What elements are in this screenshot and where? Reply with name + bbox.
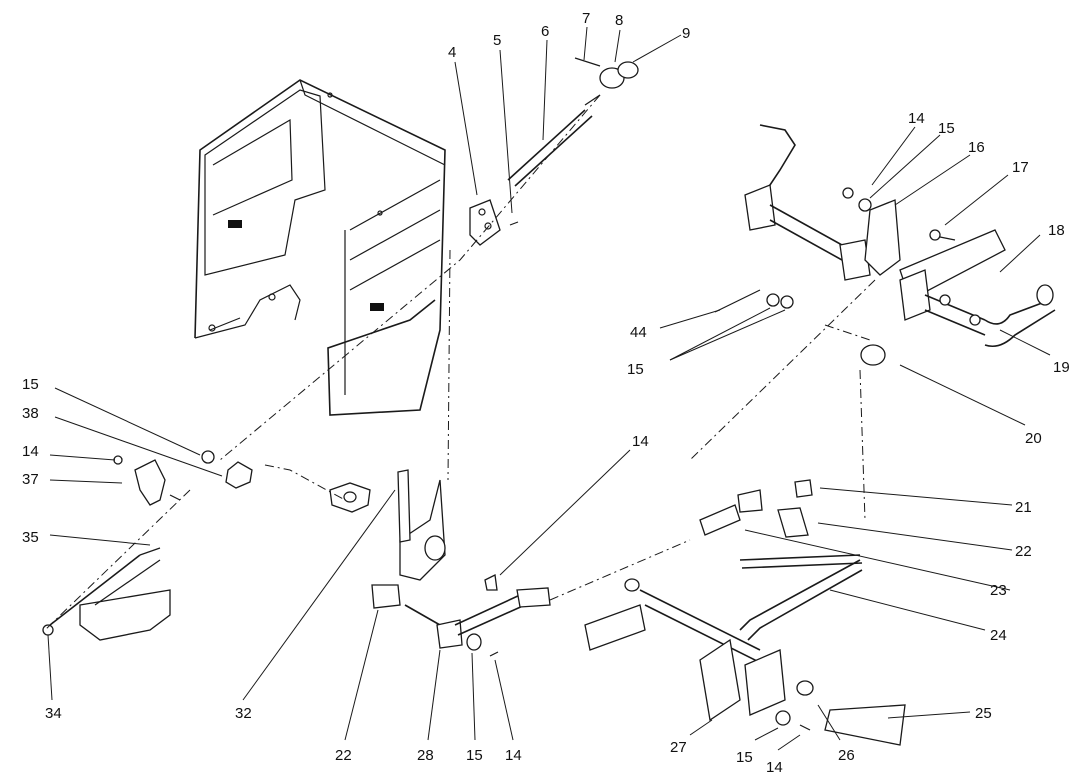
callout-14-left: 14 [22,443,39,460]
callout-4: 4 [448,44,456,61]
callout-15-upper: 15 [938,120,955,137]
callout-22-right: 22 [1015,543,1032,560]
callout-14-center: 14 [632,433,649,450]
callout-38: 38 [22,405,39,422]
upper-right-assembly [689,124,1056,521]
callout-15-left: 15 [22,376,39,393]
lower-center-rod [371,539,691,657]
callout-32: 32 [235,705,252,722]
callout-19: 19 [1053,359,1070,376]
callout-20: 20 [1025,430,1042,447]
center-pivot-bracket [264,249,498,591]
callout-23: 23 [990,582,1007,599]
callout-24: 24 [990,627,1007,644]
callout-15-lower: 15 [466,747,483,764]
callout-17: 17 [1012,159,1029,176]
callout-5: 5 [493,32,501,49]
callout-37: 37 [22,471,39,488]
callout-15-mid: 15 [627,361,644,378]
callout-22-lower: 22 [335,747,352,764]
callout-8: 8 [615,12,623,29]
shift-lever-parts [219,57,639,461]
lower-right-assembly [584,559,906,746]
callout-44: 44 [630,324,647,341]
callout-18: 18 [1048,222,1065,239]
callout-35: 35 [22,529,39,546]
callout-14-upper: 14 [908,110,925,127]
callout-6: 6 [541,23,549,40]
callout-27: 27 [670,739,687,756]
callout-28: 28 [417,747,434,764]
callout-7: 7 [582,10,590,27]
callout-21: 21 [1015,499,1032,516]
callout-16: 16 [968,139,985,156]
callout-14-lower: 14 [505,747,522,764]
leader-lines [47,26,1051,751]
callout-numbers: 4 5 6 7 8 9 14 15 16 17 18 19 44 15 20 1… [22,10,1070,776]
callout-15-bottom: 15 [736,749,753,766]
callout-14-bottom: 14 [766,759,783,776]
right-center-parts [699,479,863,569]
shroud-panel [194,79,446,416]
left-lever-assembly [42,450,253,641]
callout-34: 34 [45,705,62,722]
callout-9: 9 [682,25,690,42]
callout-26: 26 [838,747,855,764]
callout-25: 25 [975,705,992,722]
